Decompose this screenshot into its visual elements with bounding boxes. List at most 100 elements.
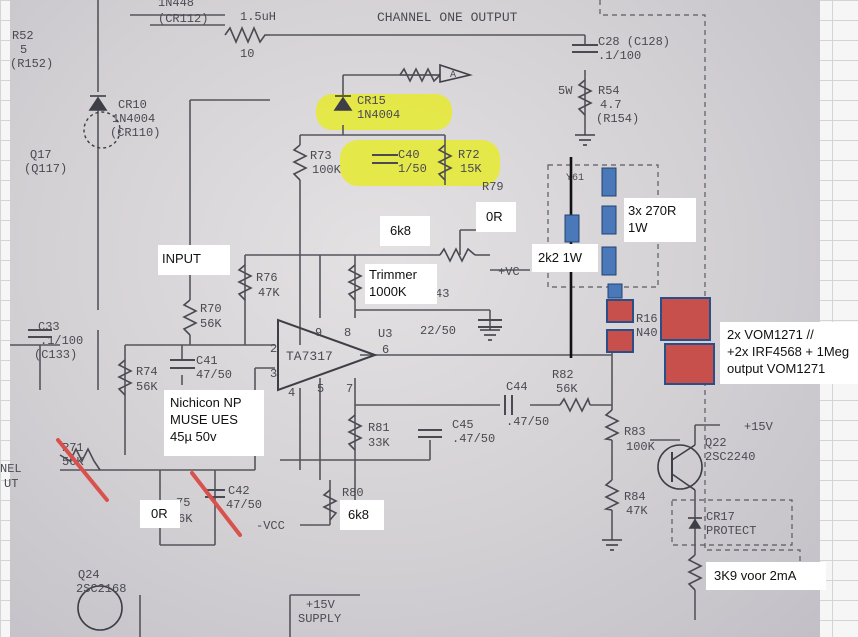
label-r83: R83: [624, 425, 646, 439]
label-q22: Q22: [705, 436, 727, 450]
blue-resistor-overlays: [564, 167, 623, 299]
label-r76: R76: [256, 271, 278, 285]
label-r52-value: 5: [20, 43, 27, 57]
label-c43: 43: [435, 287, 449, 301]
note-trimmer-line1: Trimmer: [369, 267, 417, 282]
label-pin-5: 5: [317, 382, 324, 396]
label-supply: SUPPLY: [298, 612, 341, 626]
ic-ta7317-symbol: [277, 318, 378, 392]
label-top-res: 10: [240, 47, 254, 61]
label-ta7317: TA7317: [286, 349, 333, 364]
label-r79: R79: [482, 180, 504, 194]
diode-symbols: [88, 95, 702, 529]
label-pin-2: 2: [270, 342, 277, 356]
label-r82-value: 56K: [556, 382, 578, 396]
label-c40: C40: [398, 148, 420, 162]
schematic-wires: [10, 0, 720, 637]
label-vcc-negative: -VCC: [256, 519, 285, 533]
label-cr110: (CR110): [110, 126, 160, 140]
label-2sc2168: 2SC2168: [76, 582, 126, 596]
highlight-cr15: [316, 94, 452, 130]
note-three-k9-text: 3K9 voor 2mA: [714, 568, 797, 583]
label-c45-value: .47/50: [452, 432, 495, 446]
label-r73: R73: [310, 149, 332, 163]
note-nichicon-line3: 45µ 50v: [170, 429, 217, 444]
label-pin-6: 6: [382, 343, 389, 357]
label-r52: R52: [12, 29, 34, 43]
note-vom-line2: +2x IRF4568 + 1Meg: [727, 344, 850, 359]
label-r75-value: 6K: [178, 512, 193, 526]
label-r74-value: 56K: [136, 380, 158, 394]
label-c33: C33: [38, 320, 60, 334]
label-cr15: CR15: [357, 94, 386, 108]
label-c40-value: 1/50: [398, 162, 427, 176]
note-three-x: 3x 270R 1W: [624, 198, 696, 242]
note-zero-r-top: 0R: [476, 202, 516, 232]
note-two-k2: 2k2 1W: [532, 244, 598, 272]
note-six-k8-top-text: 6k8: [390, 223, 411, 238]
label-r84: R84: [624, 490, 646, 504]
label-c45: C45: [452, 418, 474, 432]
label-r76-value: 47K: [258, 286, 280, 300]
red-component-overlays: [606, 297, 715, 385]
note-vom-line3: output VOM1271: [727, 361, 826, 376]
note-zero-r-top-text: 0R: [486, 209, 503, 224]
label-pin-8: 8: [344, 326, 351, 340]
label-nel: NEL: [0, 462, 22, 476]
label-a-marker: A: [450, 70, 456, 81]
label-r54-value: 4.7: [600, 98, 622, 112]
label-r84-value: 47K: [626, 504, 648, 518]
label-c28-value: .1/100: [598, 49, 641, 63]
label-r54: R54: [598, 84, 620, 98]
label-plus-15v: +15V: [744, 420, 774, 434]
label-r72-value: 15K: [460, 162, 482, 176]
label-pin-7: 7: [346, 382, 353, 396]
note-nichicon: Nichicon NP MUSE UES 45µ 50v: [164, 390, 264, 456]
note-six-k8-bottom-text: 6k8: [348, 507, 369, 522]
note-vom-line1: 2x VOM1271 //: [727, 327, 814, 342]
label-2sc2240: 2SC2240: [705, 450, 755, 464]
label-r72: R72: [458, 148, 480, 162]
label-c44: C44: [506, 380, 528, 394]
label-u3: U3: [378, 327, 392, 341]
note-input: INPUT: [158, 245, 230, 275]
label-protect: PROTECT: [706, 524, 756, 538]
label-r16: R16: [636, 312, 658, 326]
strike-through-marks: [56, 438, 242, 537]
label-top-diode-part: 1N448: [158, 0, 194, 10]
note-six-k8-bottom: 6k8: [340, 500, 384, 530]
note-three-x-line1: 3x 270R: [628, 203, 677, 218]
label-r83-value: 100K: [626, 440, 656, 454]
transistor-q24-symbol: [77, 585, 123, 631]
label-r73-value: 100K: [312, 163, 342, 177]
ground-symbols: [480, 134, 622, 551]
label-r54-watt: 5W: [558, 84, 573, 98]
label-r80: R80: [342, 486, 364, 500]
label-c28: C28 (C128): [598, 35, 670, 49]
label-c43-value: 22/50: [420, 324, 456, 338]
resistor-symbols: [59, 25, 703, 591]
capacitor-symbols: [28, 44, 598, 498]
label-c41-value: 47/50: [196, 368, 232, 382]
label-c42-value: 47/50: [226, 498, 262, 512]
label-q17: Q17: [30, 148, 52, 162]
label-pin-4: 4: [288, 386, 295, 400]
label-ut: UT: [4, 477, 18, 491]
note-vom: 2x VOM1271 // +2x IRF4568 + 1Meg output …: [720, 322, 858, 384]
label-r81: R81: [368, 421, 390, 435]
label-pin-3: 3: [270, 367, 277, 381]
label-top-coil: 1.5uH: [240, 10, 276, 24]
label-cr112: (CR112): [158, 12, 208, 26]
note-trimmer: Trimmer 1000K: [365, 264, 437, 304]
note-six-k8-top: 6k8: [380, 216, 430, 246]
label-cr17: CR17: [706, 510, 735, 524]
label-r70-value: 56K: [200, 317, 222, 331]
note-three-x-line2: 1W: [628, 220, 648, 235]
label-c44-value: .47/50: [506, 415, 549, 429]
note-two-k2-text: 2k2 1W: [538, 250, 583, 265]
label-r16-part: N40: [636, 326, 658, 340]
note-trimmer-line2: 1000K: [369, 284, 407, 299]
label-pin-9: 9: [315, 326, 322, 340]
label-q24: Q24: [78, 568, 100, 582]
